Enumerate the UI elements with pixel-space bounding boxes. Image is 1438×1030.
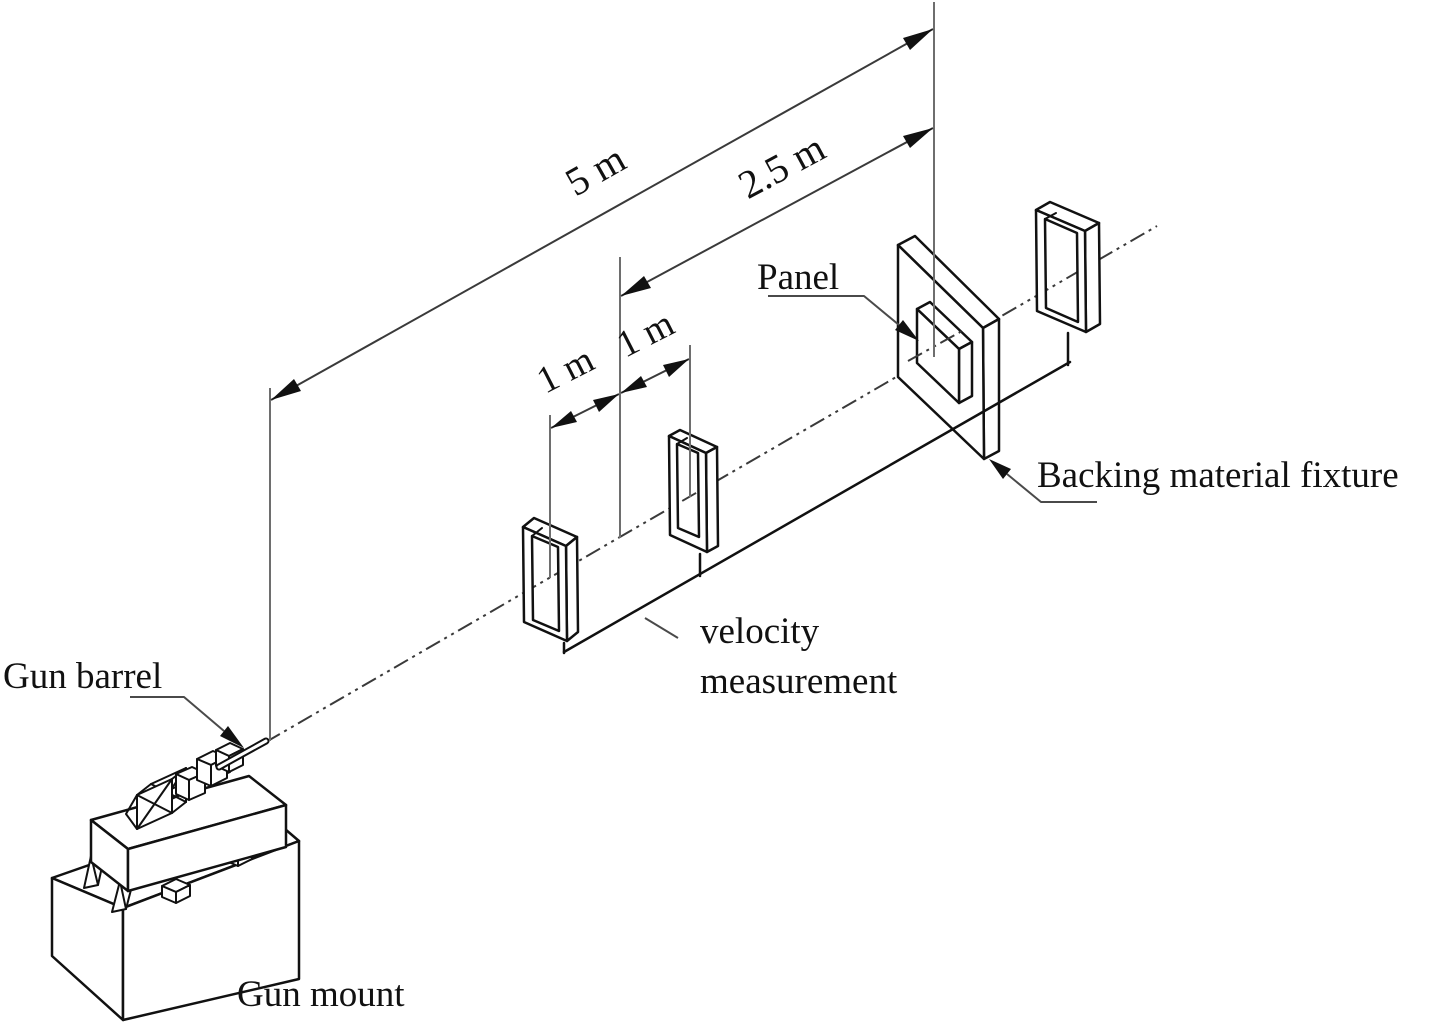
ground-line — [562, 331, 1072, 655]
velocity-measurement-label-line1: velocity — [700, 611, 820, 652]
gun-barrel — [215, 737, 270, 771]
gun-barrel-callout: Gun barrel — [3, 656, 244, 748]
velocity-frame-2 — [667, 428, 720, 554]
backing-material-fixture — [896, 234, 1001, 461]
dimension-2-5m-label: 2.5 m — [731, 125, 833, 208]
backing-material-fixture-label: Backing material fixture — [1037, 455, 1399, 496]
panel — [915, 300, 974, 405]
dimension-5m: 5 m — [270, 28, 934, 401]
gun-mount-callout: Gun mount — [237, 974, 405, 1015]
gun-assembly — [125, 742, 244, 830]
gun-cradle — [89, 774, 288, 893]
backing-material-fixture-callout: Backing material fixture — [989, 455, 1399, 503]
gun-mount — [50, 737, 301, 1022]
extension-lines — [269, 2, 935, 741]
dimension-1m-first: 1 m — [530, 338, 620, 429]
panel-label: Panel — [757, 257, 839, 298]
trajectory-line — [265, 225, 1158, 743]
dimension-1m-first-label: 1 m — [530, 338, 601, 402]
dimension-5m-label: 5 m — [558, 136, 633, 205]
panel-callout: Panel — [757, 257, 919, 341]
gun-barrel-label: Gun barrel — [3, 656, 162, 697]
velocity-measurement-callout: velocity measurement — [644, 611, 898, 702]
velocity-measurement-label-line2: measurement — [700, 661, 898, 702]
velocity-frame-3 — [1034, 200, 1102, 334]
dimension-1m-second: 1 m — [610, 302, 690, 394]
gun-mount-label: Gun mount — [237, 974, 405, 1015]
